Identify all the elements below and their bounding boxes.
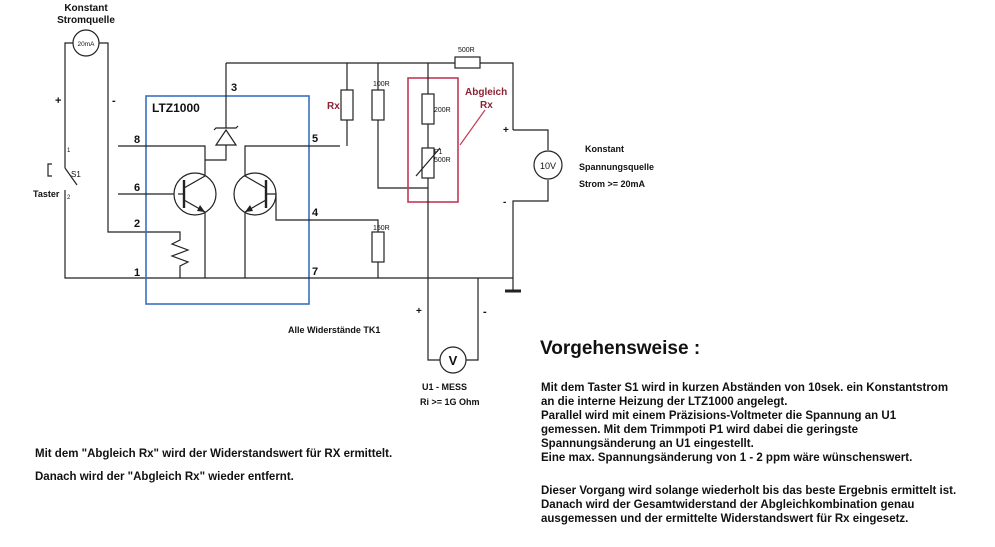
- voltmeter-symbol: [439, 346, 467, 374]
- trimpot-p1-value: 500R: [434, 157, 451, 164]
- resistor-note: Alle Widerstände TK1: [288, 325, 380, 335]
- wire-switch-to-pin1: [64, 190, 150, 279]
- voltmeter-letter: V: [449, 353, 458, 368]
- wire-zener-q1: [205, 145, 227, 161]
- vsrc-minus: -: [503, 197, 506, 208]
- procedure-heading: Vorgehensweise :: [540, 338, 701, 359]
- switch-label: S1: [71, 170, 81, 179]
- wire-meter-ground: [466, 278, 479, 361]
- resistor-100r-label: 100R: [373, 81, 390, 88]
- wire-100r-bottom: [377, 120, 428, 189]
- vsrc-plus: +: [503, 125, 509, 136]
- trimpot-p1-wiper: [415, 147, 441, 177]
- pin-3: 3: [231, 82, 237, 94]
- wire-source-to-pin2: [99, 42, 150, 233]
- procedure-line: Mit dem Taster S1 wird in kurzen Abständ…: [541, 382, 949, 394]
- procedure-line: Spannungsänderung an U1 eingestellt.: [541, 438, 754, 450]
- pin-6: 6: [134, 182, 140, 194]
- resistor-rx: [340, 89, 354, 121]
- wire-source-left: [64, 42, 73, 168]
- source-minus: -: [112, 95, 116, 107]
- resistor-150r-label: 150R: [373, 225, 390, 232]
- q2-collector: [244, 175, 267, 189]
- abgleich-label-line2: Rx: [480, 100, 493, 111]
- trimpot-p1-name: P1: [434, 149, 443, 156]
- left-text-line1: Mit dem "Abgleich Rx" wird der Widerstan…: [35, 448, 393, 460]
- abgleich-label-line1: Abgleich: [465, 87, 507, 98]
- vsrc-line1: Konstant: [585, 144, 624, 154]
- resistor-200r: [421, 93, 435, 125]
- wire-pin4: [290, 219, 379, 232]
- meter-spec: Ri >= 1G Ohm: [420, 397, 480, 407]
- pin-8: 8: [134, 134, 140, 146]
- resistor-150r: [371, 231, 385, 263]
- q1-collector: [183, 175, 206, 189]
- q1-emitter-arrow: [197, 205, 205, 212]
- resistor-500r-top-label: 500R: [458, 47, 475, 54]
- procedure-line: ausgemessen und der ermittelte Widerstan…: [541, 513, 909, 525]
- vsrc-line3: Strom >= 20mA: [579, 179, 646, 189]
- q2-emitter-arrow: [245, 205, 253, 212]
- procedure-line: Danach wird der Gesamtwiderstand der Abg…: [541, 499, 915, 511]
- wire-vsrc-minus: [512, 180, 549, 278]
- voltage-source-symbol: [533, 150, 563, 180]
- pin-1: 1: [134, 267, 140, 279]
- ltz1000-label: LTZ1000: [152, 101, 200, 115]
- wire-p1-meter: [427, 178, 440, 361]
- switch-name: Taster: [33, 189, 60, 199]
- wire-pin8-collector: [118, 145, 206, 178]
- switch-lever: [64, 167, 78, 186]
- trimpot-p1: [421, 147, 435, 179]
- pin-5: 5: [312, 133, 318, 145]
- wire-vsrc-plus: [513, 129, 549, 150]
- resistor-200r-label: 200R: [434, 107, 451, 114]
- voltage-source-value: 10V: [540, 161, 556, 171]
- switch-actuator: [47, 163, 52, 177]
- procedure-para2: Dieser Vorgang wird solange wiederholt b…: [541, 484, 956, 526]
- procedure-line: Eine max. Spannungsänderung von 1 - 2 pp…: [541, 452, 913, 464]
- source-plus: +: [55, 95, 61, 107]
- pin-7: 7: [312, 266, 318, 278]
- procedure-line: gemessen. Mit dem Trimmpoti P1 wird dabe…: [541, 424, 858, 436]
- source-title-line2: Stromquelle: [57, 15, 115, 26]
- resistor-500r-top: [454, 56, 481, 69]
- zener-bar: [213, 125, 239, 131]
- procedure-line: an die interne Heizung der LTZ1000 angel…: [541, 396, 788, 408]
- meter-minus: -: [483, 306, 487, 318]
- switch-pin2: 2: [67, 195, 71, 201]
- current-source-value: 20mA: [78, 41, 96, 48]
- pin-4: 4: [312, 207, 319, 219]
- wire-q2-base: [266, 193, 290, 221]
- ltz1000-box: [145, 95, 310, 305]
- meter-plus: +: [416, 306, 422, 317]
- wire-top-rail: [226, 62, 514, 130]
- switch-pin1: 1: [67, 148, 71, 154]
- wire-q2-to-pin5: [244, 145, 340, 176]
- procedure-line: Parallel wird mit einem Präzisions-Voltm…: [541, 410, 897, 422]
- procedure-line: Dieser Vorgang wird solange wiederholt b…: [541, 485, 957, 497]
- source-title-line1: Konstant: [64, 3, 108, 14]
- left-text-line2: Danach wird der "Abgleich Rx" wieder ent…: [35, 471, 294, 483]
- abgleich-box: [407, 77, 459, 203]
- zener-diode: [214, 128, 238, 146]
- meter-name: U1 - MESS: [422, 382, 467, 392]
- pin-2: 2: [134, 218, 140, 230]
- vsrc-line2: Spannungsquelle: [579, 162, 654, 172]
- heater-resistor: [150, 231, 190, 278]
- procedure-para1: Mit dem Taster S1 wird in kurzen Abständ…: [541, 381, 948, 465]
- abgleich-pointer: [459, 109, 486, 146]
- resistor-rx-label: Rx: [327, 101, 340, 112]
- resistor-100r: [371, 89, 385, 121]
